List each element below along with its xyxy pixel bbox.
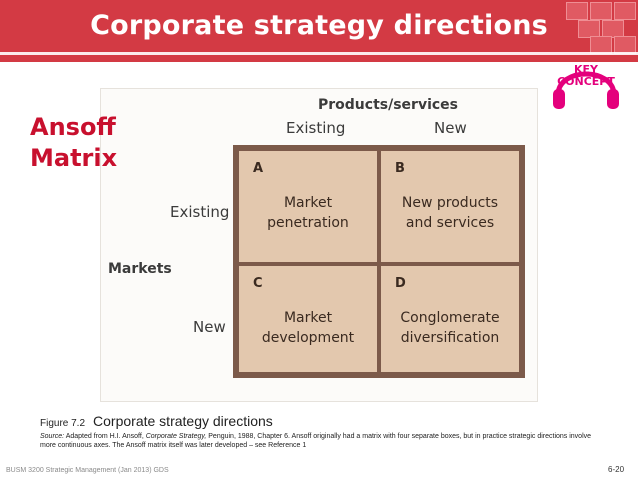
cell-letter: B (395, 161, 405, 176)
key-concept-badge: KEY CONCEPT (553, 63, 619, 109)
source-prefix: Source: (40, 433, 65, 440)
heading-line-2: Matrix (30, 144, 118, 172)
cell-label-line: New products (401, 195, 499, 211)
source-text: Penguin, 1988, Chapter 6. Ansoff origina… (208, 433, 592, 440)
source-text: Adapted from H.I. Ansoff, (65, 433, 144, 440)
source-line-2: more continuous axes. The Ansoff matrix … (40, 442, 307, 449)
figure-title: Corporate strategy directions (93, 413, 273, 429)
title-bar (0, 0, 638, 62)
ansoff-matrix: A Market penetration B New products and … (233, 145, 525, 378)
ansoff-heading: Ansoff Matrix (30, 112, 117, 174)
column-label-new: New (434, 119, 467, 137)
source-book: Corporate Strategy, (145, 433, 207, 440)
badge-text-concept: CONCEPT (557, 75, 615, 88)
cell-label: New products and services (381, 193, 519, 233)
cell-label: Conglomerate diversification (381, 308, 519, 348)
figure-number: Figure 7.2 (40, 418, 86, 429)
cell-label: Market development (239, 308, 377, 348)
decorative-cube (614, 2, 636, 20)
column-axis-title: Products/services (318, 97, 458, 113)
matrix-cell-a: A Market penetration (239, 151, 377, 262)
cell-label-line: and services (405, 215, 495, 231)
decorative-cube (590, 2, 612, 20)
decorative-cube (566, 2, 588, 20)
row-label-new: New (193, 318, 226, 336)
figure-source: Source: Adapted from H.I. Ansoff, Corpor… (40, 432, 610, 450)
decorative-cube (602, 20, 624, 38)
heading-line-1: Ansoff (30, 113, 116, 141)
matrix-cell-c: C Market development (239, 266, 377, 372)
badge-text-key: KEY (574, 63, 599, 76)
column-label-existing: Existing (286, 119, 346, 137)
cell-letter: A (253, 161, 264, 176)
cell-label-line: Market (283, 310, 333, 326)
cell-label-line: Conglomerate (400, 310, 500, 326)
figure-caption: Figure 7.2 Corporate strategy directions (40, 413, 273, 429)
page-number: 6-20 (608, 465, 625, 474)
slide-title: Corporate strategy directions (90, 10, 548, 41)
cell-label-line: penetration (267, 215, 349, 231)
cell-label: Market penetration (239, 193, 377, 233)
cell-label-line: Market (283, 195, 333, 211)
matrix-cell-b: B New products and services (381, 151, 519, 262)
cell-label-line: diversification (400, 330, 500, 346)
headphones-icon (553, 71, 619, 109)
cell-letter: C (253, 276, 263, 291)
footer-course: BUSM 3200 Strategic Management (Jan 2013… (6, 467, 169, 474)
matrix-cell-d: D Conglomerate diversification (381, 266, 519, 372)
decorative-cube (578, 20, 600, 38)
cell-label-line: development (261, 330, 355, 346)
row-axis-title: Markets (108, 261, 172, 277)
source-line-1: Source: Adapted from H.I. Ansoff, Corpor… (40, 432, 610, 441)
title-underline (0, 52, 638, 55)
row-label-existing: Existing (170, 203, 230, 221)
cell-letter: D (395, 276, 406, 291)
